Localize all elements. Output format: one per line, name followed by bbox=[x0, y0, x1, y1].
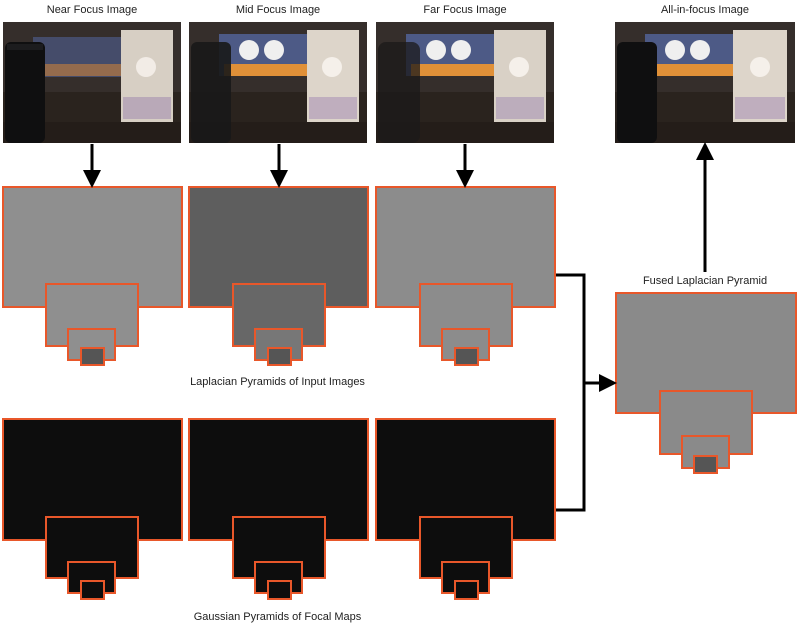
mid-focus-image bbox=[189, 22, 367, 143]
near-focus-label: Near Focus Image bbox=[46, 4, 138, 16]
fused-laplacian-level3 bbox=[693, 455, 718, 474]
focal-map-mid-level3 bbox=[267, 580, 292, 600]
focal-map-near-level3 bbox=[80, 580, 105, 600]
focal-map-far-level3 bbox=[454, 580, 479, 600]
connector-line bbox=[556, 273, 586, 512]
laplacian-far-level3 bbox=[454, 347, 479, 366]
scene-photo-icon bbox=[376, 22, 554, 143]
laplacian-near-level2 bbox=[67, 328, 116, 361]
all-in-focus-image bbox=[615, 22, 795, 143]
gaussian-pyramids-label: Gaussian Pyramids of Focal Maps bbox=[193, 611, 362, 623]
mid-focus-label: Mid Focus Image bbox=[235, 4, 321, 16]
laplacian-near-level3 bbox=[80, 347, 105, 366]
far-focus-image bbox=[376, 22, 554, 143]
laplacian-mid-level3 bbox=[267, 347, 292, 366]
scene-photo-icon bbox=[3, 22, 181, 143]
fused-pyramid-label: Fused Laplacian Pyramid bbox=[642, 275, 768, 287]
near-focus-image bbox=[3, 22, 181, 143]
laplacian-pyramids-label: Laplacian Pyramids of Input Images bbox=[190, 376, 365, 388]
scene-photo-icon bbox=[189, 22, 367, 143]
far-focus-label: Far Focus Image bbox=[423, 4, 507, 16]
scene-photo-icon bbox=[615, 22, 795, 143]
all-in-focus-label: All-in-focus Image bbox=[660, 4, 750, 16]
